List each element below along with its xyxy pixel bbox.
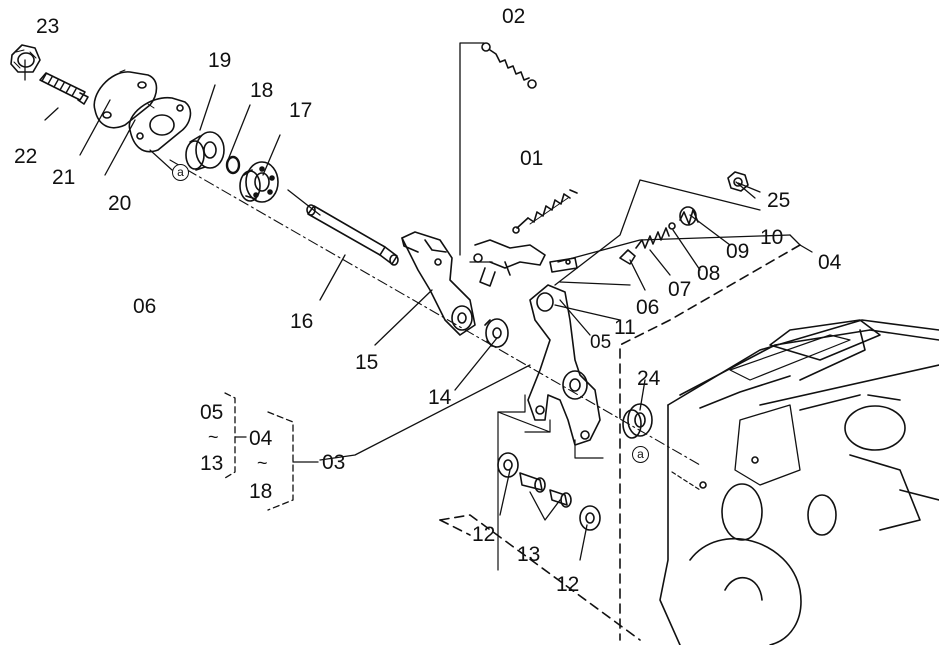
callout-09: 09 <box>726 240 750 263</box>
fork-lever-05 <box>527 284 601 446</box>
leader-lines <box>24 42 813 561</box>
callout-10: 10 <box>760 226 784 249</box>
callout-16: 16 <box>290 310 314 333</box>
group-04-boundary <box>439 244 801 641</box>
fork-detail-box <box>497 394 604 571</box>
callout-14: 14 <box>428 386 452 409</box>
linkage-11 <box>473 239 578 287</box>
bearing-19 <box>185 131 225 171</box>
washer-14 <box>484 318 509 348</box>
pins-12-13 <box>497 452 601 531</box>
callout-06: 06 <box>636 296 660 319</box>
group-range-a-start: 05 <box>200 401 224 424</box>
group-range-b-tilde: ~ <box>257 453 268 473</box>
callout-21: 21 <box>52 166 76 189</box>
callout-19: 19 <box>208 49 232 72</box>
group-range-a-end: 13 <box>200 452 224 475</box>
callout-13: 13 <box>517 543 541 566</box>
group-bracket-03 <box>224 392 319 511</box>
reference-mark-a-left: a <box>172 164 189 181</box>
spring-02 <box>481 42 537 89</box>
callout-17: 17 <box>289 99 313 122</box>
callout-02: 02 <box>502 5 526 28</box>
group-range-b-start: 04 <box>249 427 273 450</box>
group-range-a-tilde: ~ <box>208 427 219 447</box>
callout-06-free: 06 <box>133 295 157 318</box>
bearing-24 <box>622 403 653 439</box>
oring-18 <box>225 155 241 175</box>
nut-25 <box>727 171 749 192</box>
callout-04: 04 <box>818 251 842 274</box>
callout-05: 05 <box>590 332 612 353</box>
callout-08: 08 <box>697 262 721 285</box>
callout-11: 11 <box>614 316 636 339</box>
shaft-axis <box>169 159 701 466</box>
shaft-16 <box>306 204 399 266</box>
callout-07: 07 <box>668 278 692 301</box>
callout-03: 03 <box>322 451 346 474</box>
callout-20: 20 <box>108 192 132 215</box>
spring-01 <box>512 189 578 234</box>
cover-21 <box>93 69 158 129</box>
bearing-17 <box>239 161 279 203</box>
callout-18: 18 <box>250 79 274 102</box>
lever-15 <box>401 231 476 336</box>
callout-01: 01 <box>520 147 544 170</box>
callout-25: 25 <box>767 189 791 212</box>
callout-12-left: 12 <box>472 523 496 546</box>
callout-24: 24 <box>637 367 661 390</box>
engine-block <box>659 319 939 645</box>
callout-15: 15 <box>355 351 379 374</box>
callout-12-right: 12 <box>556 573 580 596</box>
group-range-b-end: 18 <box>249 480 273 503</box>
gasket-20 <box>128 97 192 153</box>
callout-23: 23 <box>36 15 60 38</box>
nut-23 <box>10 44 41 73</box>
reference-mark-a-right: a <box>632 446 649 463</box>
spring-stack-06-09 <box>619 206 699 265</box>
callout-22: 22 <box>14 145 38 168</box>
screw-22 <box>39 72 89 105</box>
